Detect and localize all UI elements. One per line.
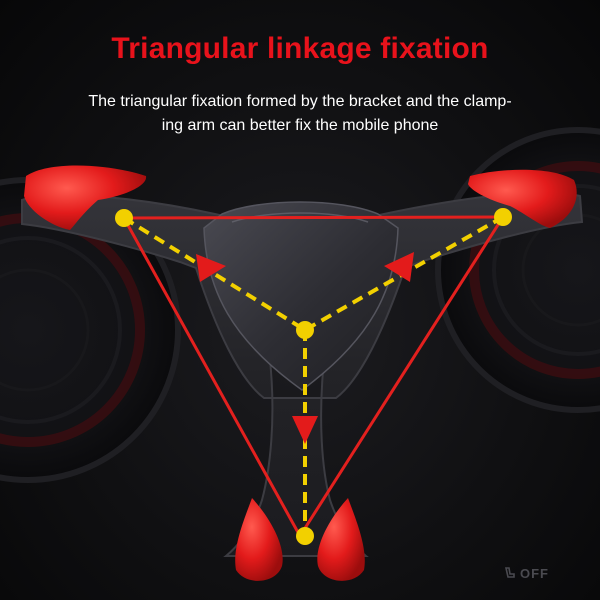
pivot-bottom — [296, 527, 314, 545]
mount-body — [21, 191, 584, 557]
pivot-points — [115, 208, 512, 545]
arrow-down-icon — [292, 416, 318, 444]
feature-description: The triangular fixation formed by the br… — [50, 90, 550, 138]
car-seat-off-icon — [505, 567, 515, 578]
description-line-1: The triangular fixation formed by the br… — [88, 93, 512, 110]
triangle-outline — [122, 215, 505, 537]
clamp-top-right — [468, 169, 577, 228]
page-title: Triangular linkage fixation — [111, 32, 489, 65]
pivot-center — [296, 321, 314, 339]
pivot-top-left — [115, 209, 133, 227]
description-line-2: ing arm can better fix the mobile phone — [161, 117, 439, 134]
arrow-left-inward-icon — [196, 254, 226, 282]
arrow-right-inward-icon — [384, 252, 414, 282]
clamp-bottom-right — [317, 498, 365, 581]
pivot-top-right — [494, 208, 512, 226]
off-label: OFF — [520, 566, 549, 581]
clamp-top-left — [24, 165, 147, 230]
clamp-bottom-left — [235, 498, 283, 581]
